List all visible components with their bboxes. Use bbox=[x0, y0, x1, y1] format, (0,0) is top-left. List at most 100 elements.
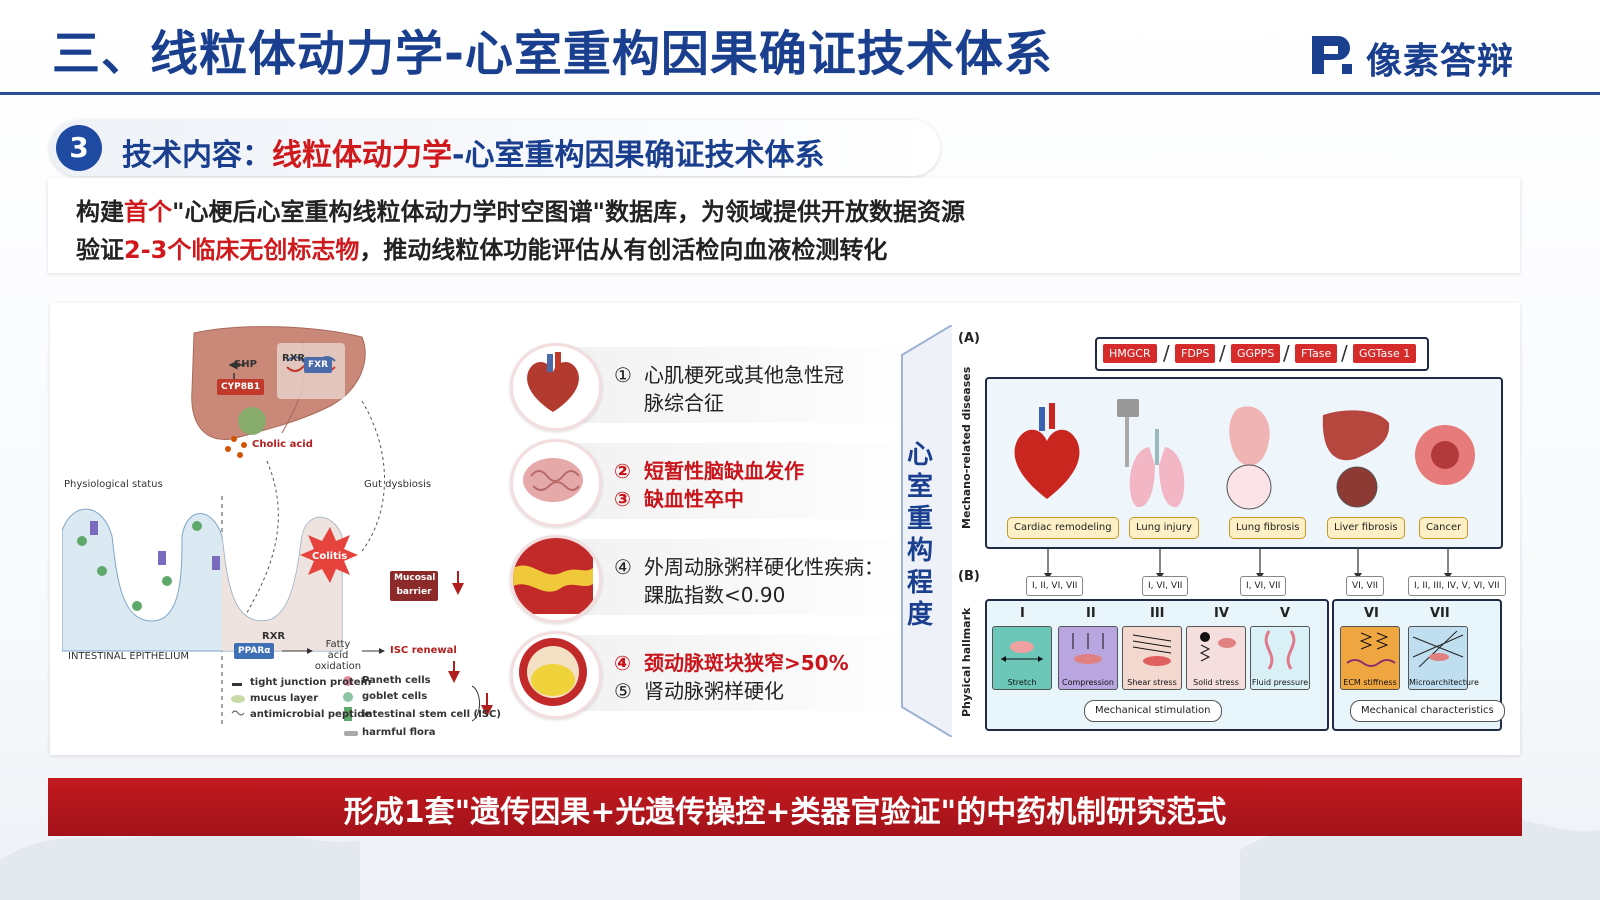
condition-item: ④ 外周动脉粥样硬化性疾病： 踝肱指数<0.90 bbox=[510, 535, 930, 623]
condition-text: 脉综合征 bbox=[644, 391, 724, 415]
header-divider bbox=[0, 92, 1600, 95]
fatty-acid-oxidation-label: Fatty acid oxidation bbox=[314, 639, 362, 672]
roman-numeral: IV bbox=[1214, 606, 1229, 621]
enzyme-badge: GGTase 1 bbox=[1353, 344, 1417, 363]
section-title-prefix: 技术内容： bbox=[122, 138, 272, 173]
legend-paneth-cells: Paneth cells bbox=[362, 675, 431, 686]
condition-line: 踝肱指数<0.90 bbox=[614, 579, 785, 608]
slash-separator: / bbox=[1283, 341, 1290, 365]
statement-1-lead: 构建 bbox=[76, 198, 124, 226]
brain-icon bbox=[510, 439, 602, 527]
condition-number: ② bbox=[614, 459, 631, 483]
disease-label: Cancer bbox=[1419, 517, 1469, 539]
tile-label: Fluid pressure bbox=[1251, 678, 1309, 687]
roman-numeral: V bbox=[1280, 606, 1291, 621]
shear-stress-tile: Shear stress bbox=[1122, 626, 1182, 690]
figure-panel: SHP RXR FXR CYP8B1 Cholic acid Physiolog… bbox=[50, 303, 1520, 755]
condition-item: ② 短暂性脑缺血发作 ③ 缺血性卒中 bbox=[510, 439, 930, 527]
microarchitecture-icon bbox=[1412, 630, 1464, 668]
conclusion-banner: 形成1套"遗传因果+光遗传操控+类器官验证"的中药机制研究范式 bbox=[48, 778, 1522, 836]
roman-numeral: VI bbox=[1364, 606, 1379, 621]
condition-band bbox=[554, 635, 930, 711]
legend-harmful-flora: harmful flora bbox=[362, 727, 436, 738]
bile-acid-intestine-diagram: SHP RXR FXR CYP8B1 Cholic acid Physiolog… bbox=[62, 321, 502, 746]
condition-text: 心肌梗死或其他急性冠 bbox=[644, 363, 844, 387]
microarchitecture-tile: Microarchitecture bbox=[1408, 626, 1479, 690]
tile-label: Stretch bbox=[1007, 678, 1037, 687]
logo: 像素答辩 bbox=[1308, 28, 1568, 84]
cholic-acid-label: Cholic acid bbox=[252, 439, 313, 450]
legend-isc: intestinal stem cell (ISC) bbox=[362, 709, 501, 720]
condition-text: 短暂性脑缺血发作 bbox=[644, 459, 804, 483]
condition-line: 脉综合征 bbox=[614, 387, 724, 416]
rxr-label-top: RXR bbox=[282, 353, 306, 364]
ppar-label: PPARα bbox=[234, 643, 275, 659]
condition-text: 肾动脉粥样硬化 bbox=[644, 679, 784, 703]
statement-box: 构建首个"心梗后心室重构线粒体动力学时空图谱"数据库，为领域提供开放数据资源 验… bbox=[48, 178, 1520, 273]
fluid-pressure-icon bbox=[1264, 630, 1296, 670]
ecm-stiffness-tile: ECM stiffness bbox=[1340, 626, 1400, 690]
disease-illustrations bbox=[1014, 399, 1475, 510]
slash-separator: / bbox=[1341, 341, 1348, 365]
rxr-label-bottom: RXR bbox=[262, 631, 286, 642]
condition-number: ③ bbox=[614, 487, 631, 511]
disease-box: Cardiac remodeling Lung injury Lung fibr… bbox=[985, 377, 1503, 549]
solid-stress-tile: Solid stress bbox=[1186, 626, 1246, 690]
colitis-label: Colitis bbox=[312, 551, 348, 562]
condition-number: ④ bbox=[614, 555, 632, 579]
condition-band bbox=[554, 539, 930, 615]
solid-stress-icon bbox=[1199, 632, 1236, 662]
shp-label: SHP bbox=[234, 359, 257, 370]
legend-mucus-layer: mucus layer bbox=[250, 693, 319, 704]
tile-label: ECM stiffness bbox=[1343, 678, 1397, 687]
tile-label: Microarchitecture bbox=[1409, 678, 1479, 687]
heart-icon bbox=[510, 343, 602, 431]
logo-text: 像素答辩 bbox=[1366, 41, 1515, 82]
condition-text: 颈动脉斑块狭窄>50% bbox=[644, 651, 849, 675]
roman-numeral: II bbox=[1086, 606, 1096, 621]
slash-separator: / bbox=[1219, 341, 1226, 365]
condition-line: ⑤ 肾动脉粥样硬化 bbox=[614, 675, 784, 704]
roman-numeral: I bbox=[1020, 606, 1025, 621]
section-title-suffix: -心室重构因果确证技术体系 bbox=[452, 138, 825, 173]
tile-label: Solid stress bbox=[1193, 678, 1239, 687]
statement-2-rest: ，推动线粒体功能评估从有创活检向血液检测转化 bbox=[359, 236, 888, 264]
compression-icon bbox=[1072, 633, 1104, 664]
condition-number: ⑤ bbox=[614, 679, 632, 703]
isc-renewal-label: ISC renewal bbox=[390, 645, 457, 656]
legend-goblet-cells: goblet cells bbox=[362, 691, 428, 702]
enzyme-badge: GGPPS bbox=[1231, 344, 1281, 363]
axis-label-b: Physical hallmark bbox=[960, 607, 973, 717]
condition-item: ④ 颈动脉斑块狭窄>50% ⑤ 肾动脉粥样硬化 bbox=[510, 631, 930, 719]
condition-text: 踝肱指数<0.90 bbox=[644, 583, 786, 607]
side-bracket bbox=[901, 325, 953, 737]
group-label-stimulation: Mechanical stimulation bbox=[1084, 700, 1222, 722]
condition-number: ④ bbox=[614, 651, 631, 675]
panel-b-label: (B) bbox=[958, 569, 980, 584]
statement-line-2: 验证2-3个临床无创标志物，推动线粒体功能评估从有创活检向血液检测转化 bbox=[76, 230, 887, 265]
disease-label: Lung fibrosis bbox=[1229, 517, 1307, 539]
vessel-cross-section-icon bbox=[510, 631, 602, 719]
statement-2-highlight: 2-3个临床无创标志物 bbox=[124, 236, 360, 264]
condition-text: 外周动脉粥样硬化性疾病： bbox=[644, 555, 884, 579]
hallmark-codes: I, II, III, IV, V, VI, VII bbox=[1408, 576, 1506, 596]
hallmark-codes: I, VI, VII bbox=[1142, 576, 1189, 596]
mucosal-barrier-label: Mucosal barrier bbox=[390, 571, 438, 601]
tile-label: Compression bbox=[1062, 678, 1114, 687]
page-title: 三、线粒体动力学-心室重构因果确证技术体系 bbox=[52, 26, 1053, 82]
disease-label: Liver fibrosis bbox=[1327, 517, 1405, 539]
gut-dysbiosis-label: Gut dysbiosis bbox=[364, 479, 432, 490]
enzyme-row: HMGCR / FDPS / GGPPS / FTase / GGTase 1 bbox=[1095, 337, 1429, 371]
artery-plaque-icon bbox=[510, 535, 602, 623]
fluid-pressure-tile: Fluid pressure bbox=[1250, 626, 1310, 690]
condition-line: ④ 颈动脉斑块狭窄>50% bbox=[614, 647, 849, 676]
roman-numeral: III bbox=[1150, 606, 1165, 621]
statement-1-rest: "心梗后心室重构线粒体动力学时空图谱"数据库，为领域提供开放数据资源 bbox=[172, 198, 966, 226]
statement-line-1: 构建首个"心梗后心室重构线粒体动力学时空图谱"数据库，为领域提供开放数据资源 bbox=[76, 192, 965, 227]
enzyme-badge: FDPS bbox=[1175, 344, 1216, 363]
section-number-badge: 3 bbox=[56, 125, 102, 171]
condition-line: ④ 外周动脉粥样硬化性疾病： bbox=[614, 551, 884, 580]
condition-text: 缺血性卒中 bbox=[644, 487, 744, 511]
